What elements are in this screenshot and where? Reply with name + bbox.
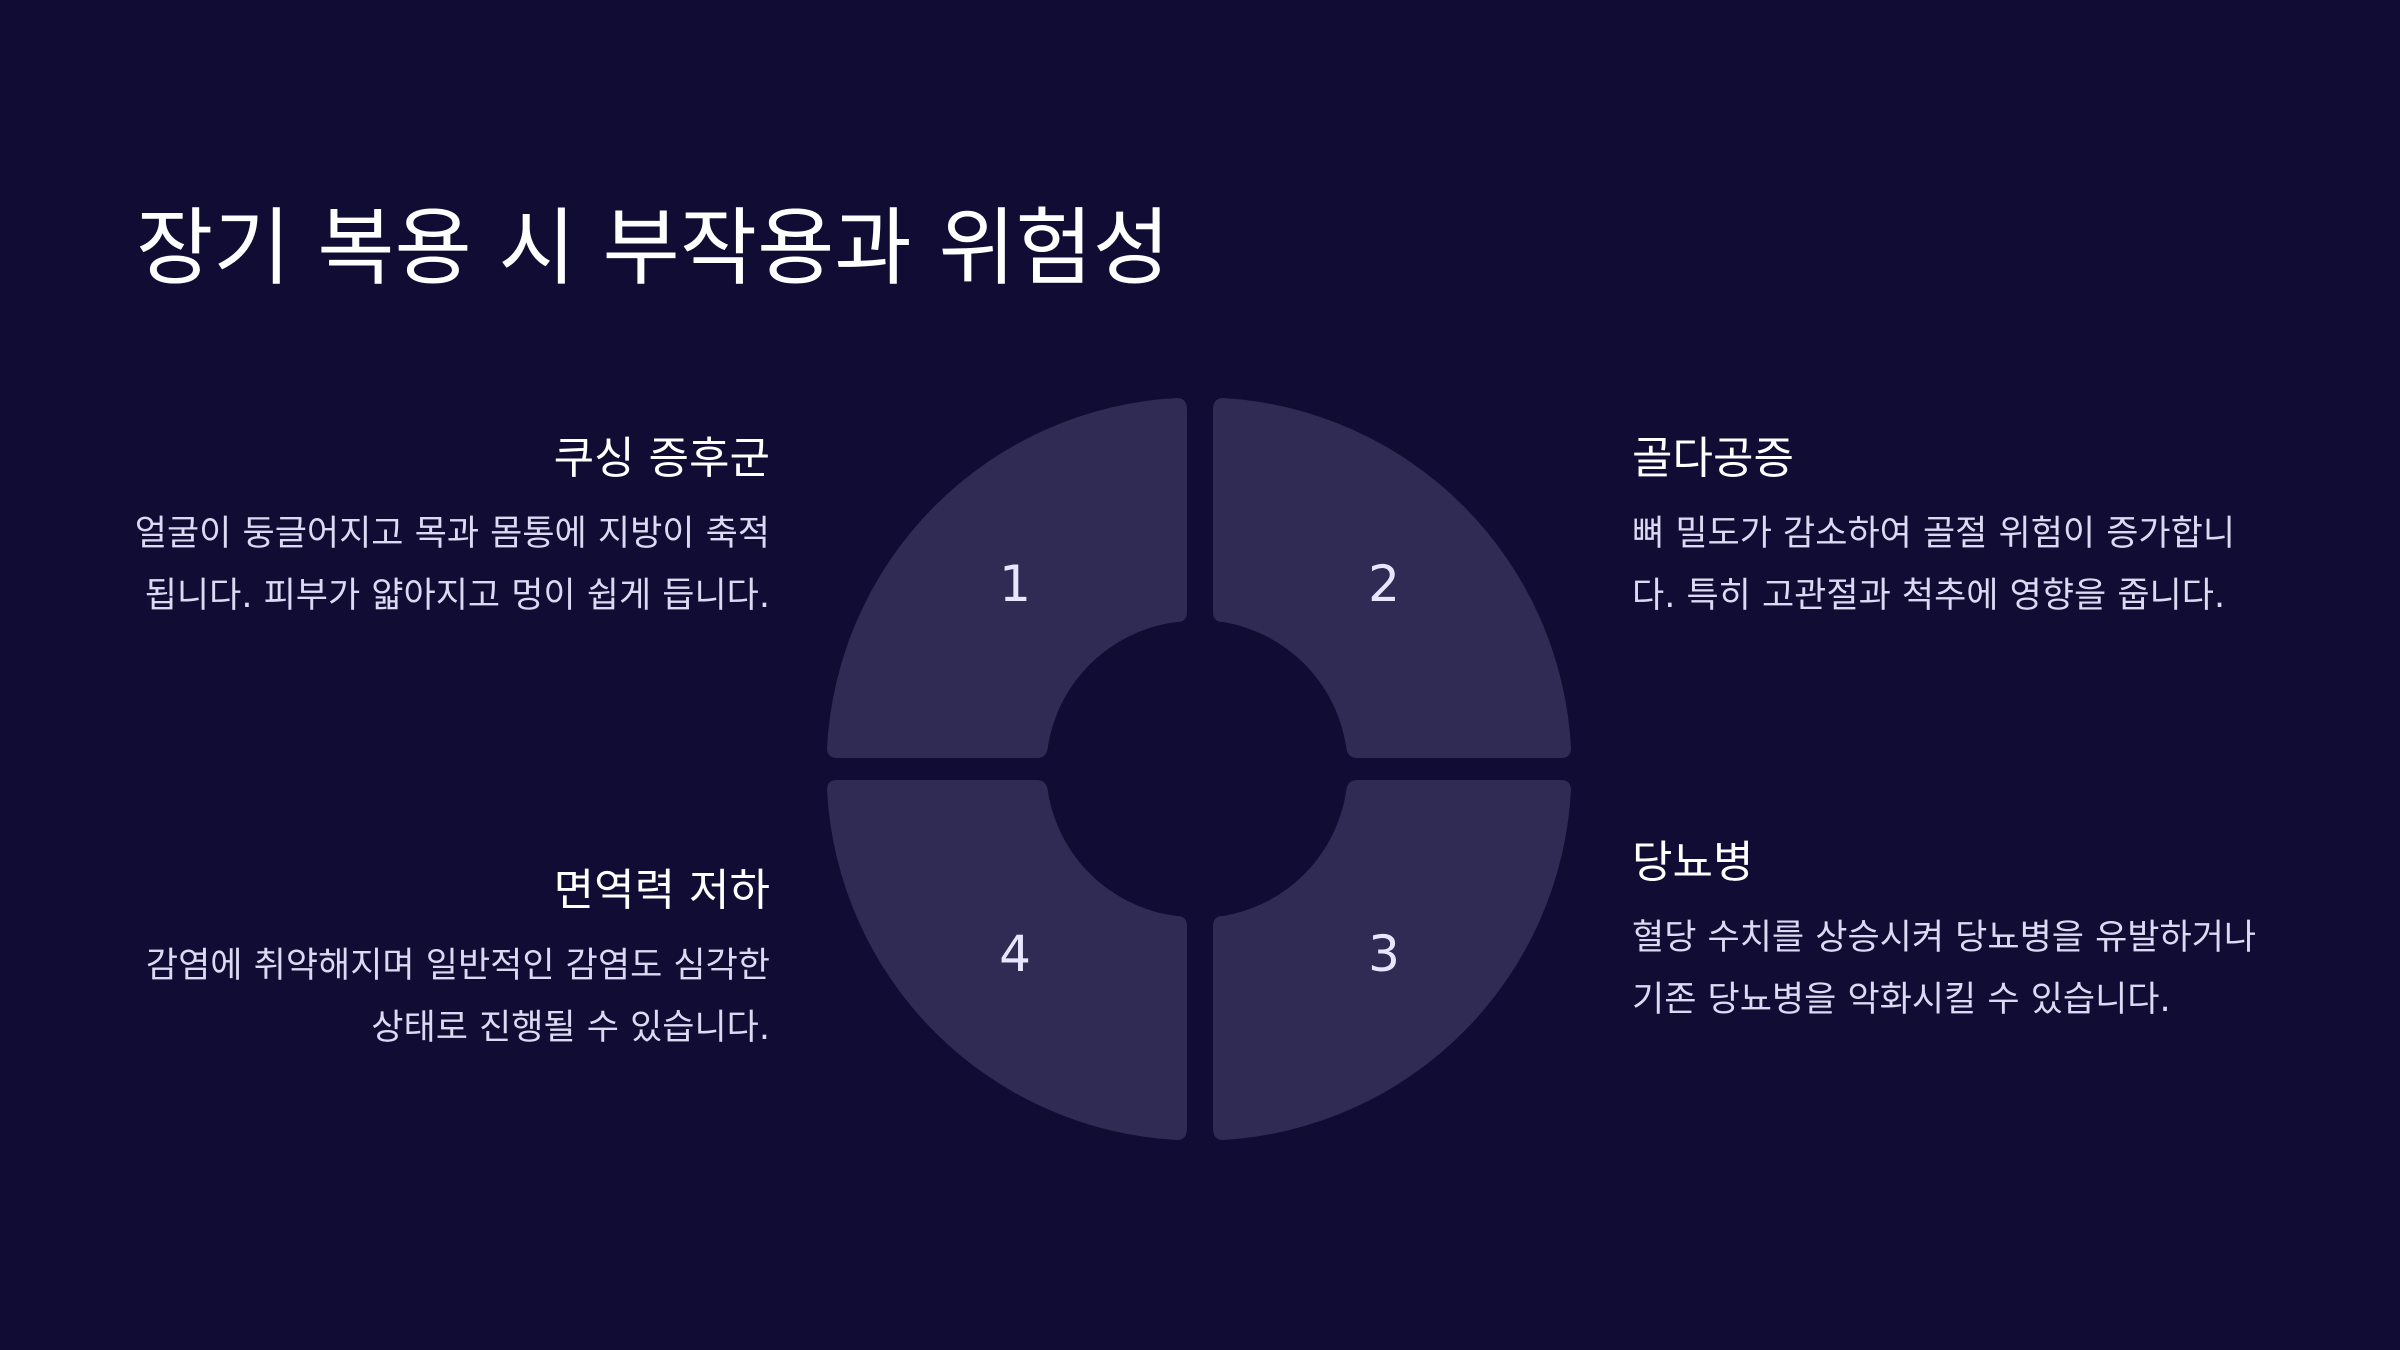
segment-4 [827, 780, 1187, 1140]
item-description: 혈당 수치를 상승시켜 당뇨병을 유발하거나 기존 당뇨병을 악화시킬 수 있습… [1632, 918, 2257, 1021]
item-diabetes: 당뇨병 혈당 수치를 상승시켜 당뇨병을 유발하거나 기존 당뇨병을 악화시킬 … [1632, 834, 2272, 1031]
item-description: 얼굴이 둥글어지고 목과 몸통에 지방이 축적됩니다. 피부가 얇아지고 멍이 … [134, 514, 770, 617]
item-immune-suppression: 면역력 저하 감염에 취약해지며 일반적인 감염도 심각한 상태로 진행될 수 … [130, 862, 770, 1059]
item-cushing-syndrome: 쿠싱 증후군 얼굴이 둥글어지고 목과 몸통에 지방이 축적됩니다. 피부가 얇… [130, 430, 770, 627]
segment-3 [1213, 780, 1571, 1140]
slide-title: 장기 복용 시 부작용과 위험성 [136, 199, 1171, 297]
segment-number-4: 4 [999, 925, 1031, 983]
segment-number-3: 3 [1368, 925, 1400, 983]
item-heading: 당뇨병 [1632, 837, 1754, 888]
item-description: 뼈 밀도가 감소하여 골절 위험이 증가합니다. 특히 고관절과 척추에 영향을… [1632, 514, 2236, 617]
item-heading: 면역력 저하 [553, 865, 770, 916]
item-heading: 골다공증 [1632, 433, 1794, 484]
segment-number-1: 1 [999, 555, 1031, 613]
item-heading: 쿠싱 증후군 [553, 433, 770, 484]
item-description: 감염에 취약해지며 일반적인 감염도 심각한 상태로 진행될 수 있습니다. [145, 946, 770, 1049]
segment-number-2: 2 [1368, 555, 1400, 613]
segment-2 [1213, 398, 1571, 758]
item-osteoporosis: 골다공증 뼈 밀도가 감소하여 골절 위험이 증가합니다. 특히 고관절과 척추… [1632, 430, 2272, 627]
segment-1 [827, 398, 1187, 758]
